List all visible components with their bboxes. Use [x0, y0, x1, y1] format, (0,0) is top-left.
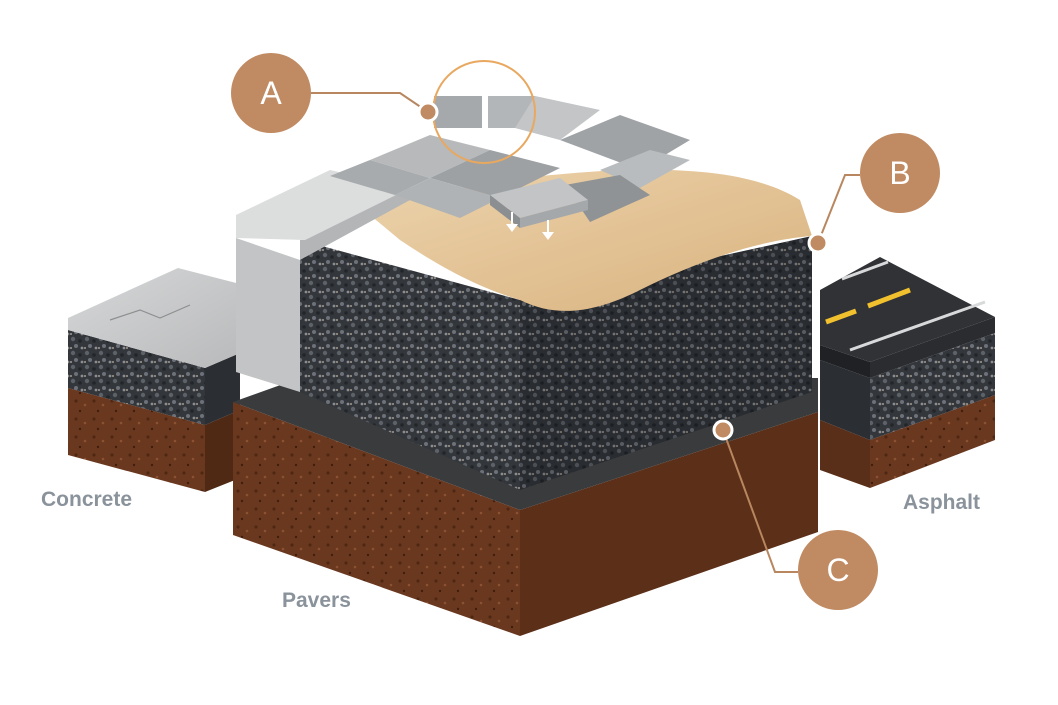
concrete-sample-block — [68, 268, 240, 492]
paver-main-block — [233, 60, 818, 636]
leader-line-b — [817, 174, 860, 244]
marker-a-letter: A — [260, 74, 282, 111]
paver-stone — [430, 150, 560, 198]
asphalt-surface-edge-side — [870, 317, 995, 378]
concrete-crack — [109, 304, 191, 321]
paver-stone-loose-side — [520, 200, 588, 228]
asphalt-edge-line-bottom — [849, 300, 986, 352]
concrete-gravel-front — [68, 330, 205, 425]
asphalt-soil-front — [820, 420, 870, 488]
concrete-caption: Concrete — [41, 488, 133, 511]
asphalt-soil-side — [870, 395, 995, 488]
paver-stones — [330, 96, 690, 228]
leader-lines — [311, 92, 860, 573]
paver-stone — [330, 160, 430, 195]
paver-stone — [434, 96, 482, 128]
asphalt-center-line-2 — [867, 287, 911, 309]
asphalt-gravel-front — [820, 360, 870, 440]
paver-stone — [370, 135, 490, 178]
asphalt-edge-line-top — [841, 260, 889, 281]
placement-arrows — [506, 212, 554, 240]
marker-a-badge: A — [231, 53, 311, 133]
leader-anchor-a — [417, 101, 439, 123]
paver-stone — [515, 96, 600, 140]
asphalt-center-line-1 — [825, 308, 857, 325]
pavers-caption: Pavers — [282, 589, 351, 612]
asphalt-caption: Asphalt — [903, 491, 981, 514]
leader-anchor-b — [807, 232, 829, 254]
marker-c-letter: C — [826, 551, 850, 588]
asphalt-surface-top — [820, 257, 995, 362]
concrete-gravel-side — [205, 353, 240, 425]
leader-anchor-c — [712, 419, 734, 441]
concrete-slab-top — [68, 268, 240, 368]
marker-b-badge: B — [860, 133, 940, 213]
gravel-base-front — [300, 240, 520, 490]
edge-restraint-front — [236, 238, 300, 392]
leader-line-a — [311, 92, 429, 113]
concrete-soil-side — [205, 410, 240, 492]
subgrade-soil-side — [520, 412, 818, 636]
marker-b-letter: B — [889, 154, 911, 191]
paver-stone-loose — [490, 178, 588, 218]
leader-line-c — [722, 429, 798, 573]
asphalt-sample-block — [820, 257, 995, 488]
paver-stone — [395, 178, 500, 218]
edge-restraint-side — [300, 188, 410, 260]
subgrade-soil-front — [233, 402, 520, 636]
asphalt-surface-edge — [820, 345, 870, 378]
concrete-soil-front — [68, 388, 205, 492]
marker-c-badge: C — [798, 530, 878, 610]
asphalt-gravel-side — [870, 333, 995, 440]
edge-restraint-top — [236, 170, 410, 240]
